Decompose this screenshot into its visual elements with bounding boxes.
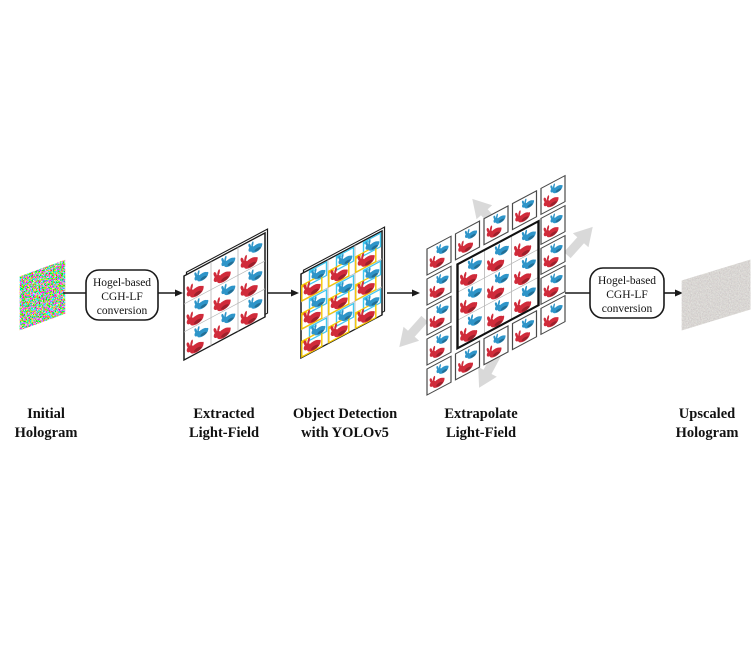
- label-initial-hologram-line1: Initial: [27, 406, 65, 422]
- extracted-lightfield-grid: [184, 228, 269, 360]
- upscaled-hologram-image: [685, 263, 747, 327]
- conversion-box-1-line1: Hogel-based: [93, 277, 151, 289]
- label-initial-hologram-line2: Hologram: [15, 425, 78, 441]
- object-detection-grid: [301, 226, 386, 358]
- conversion-box-1-line3: conversion: [97, 305, 148, 317]
- conversion-box-1: Hogel-based CGH-LF conversion: [85, 269, 159, 321]
- conversion-box-2-line3: conversion: [602, 303, 653, 315]
- label-extracted-lightfield-line1: Extracted: [193, 406, 254, 422]
- label-object-detection-line1: Object Detection: [293, 406, 397, 422]
- conversion-box-2: Hogel-based CGH-LF conversion: [589, 267, 665, 319]
- label-upscaled-hologram-line2: Hologram: [676, 425, 739, 441]
- initial-hologram-image: [22, 263, 63, 327]
- conversion-box-1-line2: CGH-LF: [101, 291, 143, 303]
- extrapolate-lightfield-grid: [427, 176, 565, 395]
- label-extracted-lightfield-line2: Light-Field: [189, 425, 259, 441]
- label-upscaled-hologram-line1: Upscaled: [679, 406, 735, 422]
- extrapolate-arrow-up-right-icon: [559, 219, 601, 263]
- stage-labels: Initial Hologram Extracted Light-Field O…: [15, 406, 739, 441]
- conversion-box-2-line2: CGH-LF: [606, 289, 648, 301]
- extrapolate-central-grid: [456, 219, 540, 351]
- extrapolate-arrow-down-left-icon: [391, 311, 433, 355]
- label-object-detection-line2: with YOLOv5: [301, 425, 389, 441]
- label-extrapolate-lightfield-line2: Light-Field: [446, 425, 516, 441]
- label-extrapolate-lightfield-line1: Extrapolate: [444, 406, 518, 422]
- conversion-box-2-line1: Hogel-based: [598, 275, 656, 287]
